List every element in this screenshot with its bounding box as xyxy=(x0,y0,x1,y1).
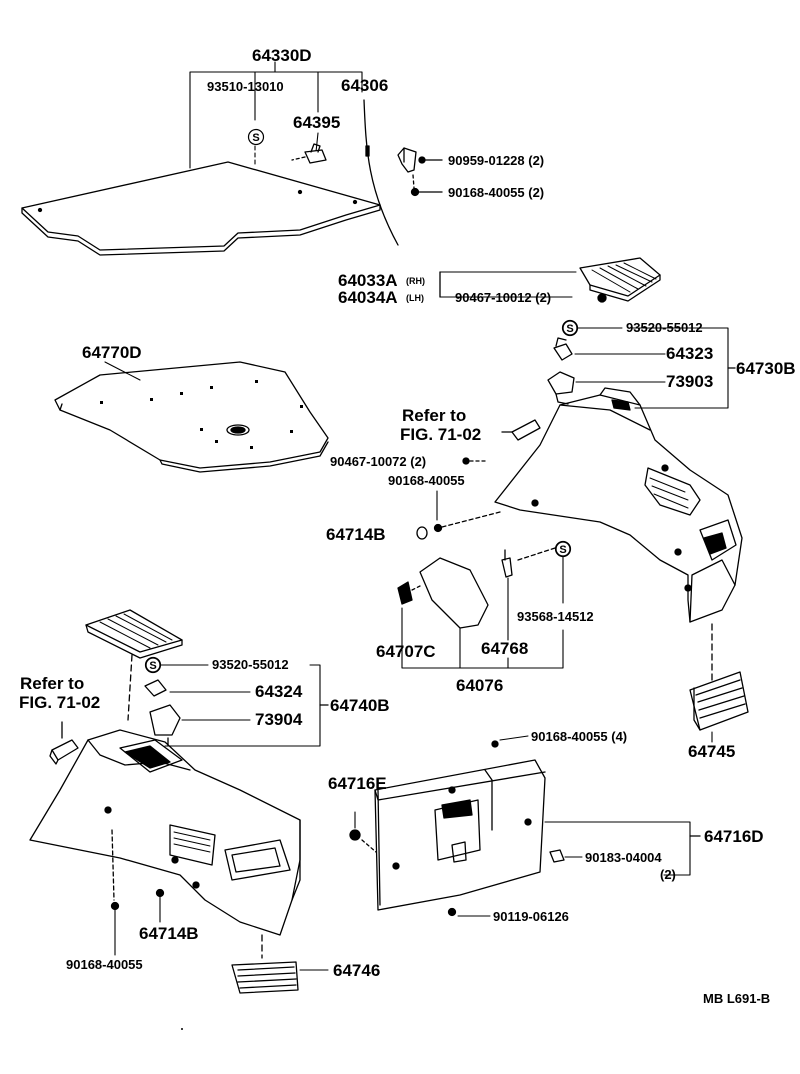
label-64745: 64745 xyxy=(688,742,736,761)
sheet-identifier: MB L691-B xyxy=(703,991,771,1006)
label-64076: 64076 xyxy=(456,676,504,695)
tray-64033A xyxy=(439,257,661,303)
label-93520-55012-left: 93520-55012 xyxy=(212,657,289,672)
leader-lines-top xyxy=(189,61,363,169)
label-64033A: 64033A xyxy=(338,271,398,290)
vent-64745 xyxy=(689,623,749,743)
label-64740B: 64740B xyxy=(330,696,390,715)
label-93520-55012-right: 93520-55012 xyxy=(626,320,703,335)
s-mark-icon: S xyxy=(554,540,572,558)
label-73904: 73904 xyxy=(255,710,303,729)
label-64395: 64395 xyxy=(293,113,341,132)
label-90168-40055-4: 90168-40055 (4) xyxy=(531,729,628,744)
svg-text:S: S xyxy=(566,323,573,335)
label-90183-qty: (2) xyxy=(660,867,676,882)
refer-fig-right-line2: FIG. 71-02 xyxy=(400,425,482,444)
label-90959-01228: 90959-01228 (2) xyxy=(448,153,545,168)
label-73903: 73903 xyxy=(666,372,714,391)
label-64730B: 64730B xyxy=(736,359,796,378)
label-64707C: 64707C xyxy=(376,642,436,661)
label-90467-10072: 90467-10072 (2) xyxy=(330,454,427,469)
s-mark-icon: S xyxy=(247,128,265,146)
refer-fig-right-line1: Refer to xyxy=(402,406,467,425)
clip-64395 xyxy=(291,143,327,164)
service-cover xyxy=(397,541,571,669)
label-90168-40055-2: 90168-40055 (2) xyxy=(448,185,545,200)
stray-dot xyxy=(181,1028,183,1030)
svg-text:S: S xyxy=(149,660,156,672)
label-93568-14512: 93568-14512 xyxy=(517,609,594,624)
label-93510-13010: 93510-13010 xyxy=(207,79,284,94)
tonneau-cover xyxy=(21,161,381,256)
cable-64306 xyxy=(363,99,399,246)
label-64306: 64306 xyxy=(341,76,389,95)
tray-left xyxy=(85,609,183,721)
vent-64746 xyxy=(231,934,329,994)
label-64714B-left: 64714B xyxy=(139,924,199,943)
label-64716D: 64716D xyxy=(704,827,764,846)
label-64768: 64768 xyxy=(481,639,529,658)
s-mark-icon: S xyxy=(561,319,579,337)
label-90467-10012: 90467-10012 (2) xyxy=(455,290,552,305)
label-90119-06126: 90119-06126 xyxy=(493,909,569,924)
label-90183-04004: 90183-04004 xyxy=(585,850,662,865)
s-mark-icon: S xyxy=(144,656,162,674)
label-64746: 64746 xyxy=(333,961,381,980)
svg-text:S: S xyxy=(252,132,259,144)
label-lh: (LH) xyxy=(406,293,424,303)
label-64714B-right: 64714B xyxy=(326,525,386,544)
left-trim-fasteners xyxy=(110,657,329,956)
label-rh: (RH) xyxy=(406,276,425,286)
svg-text:S: S xyxy=(559,544,566,556)
label-90168-40055-left: 90168-40055 xyxy=(66,957,143,972)
cover-bracket xyxy=(397,147,443,197)
label-64323: 64323 xyxy=(666,344,714,363)
label-64716E: 64716E xyxy=(328,774,387,793)
label-64770D: 64770D xyxy=(82,343,142,362)
label-90168-40055-right: 90168-40055 xyxy=(388,473,465,488)
left-quarter-trim xyxy=(29,721,301,936)
refer-fig-left-line2: FIG. 71-02 xyxy=(19,693,101,712)
label-64324: 64324 xyxy=(255,682,303,701)
refer-fig-left-line1: Refer to xyxy=(20,674,85,693)
rear-panel-trim xyxy=(349,735,701,917)
label-64330D: 64330D xyxy=(252,46,312,65)
trunk-mat xyxy=(54,361,329,473)
label-64034A: 64034A xyxy=(338,288,398,307)
right-quarter-trim xyxy=(494,387,743,623)
